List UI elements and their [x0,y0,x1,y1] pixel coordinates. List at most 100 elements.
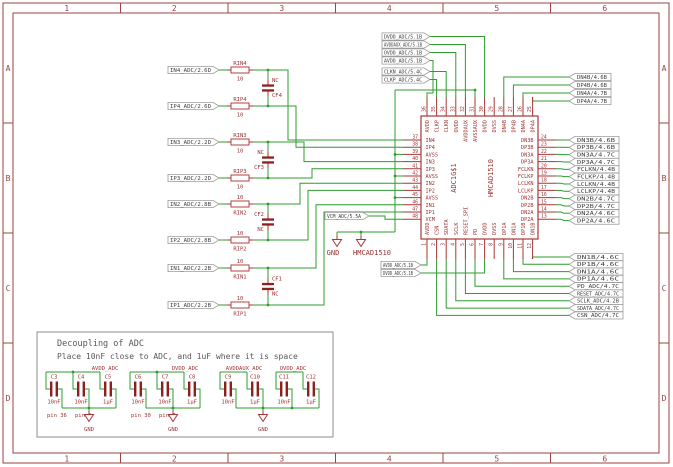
flag-shape[interactable] [568,216,620,225]
net-wire[interactable] [142,388,147,408]
xref-flag-dvdd-adc-5-1b[interactable]: DVDD_ADC/5.1B [380,268,422,278]
net-wire[interactable] [275,372,280,390]
xref-flag-lclkn-4-4b[interactable]: LCLKN/4.4B [568,179,620,188]
flag-shape[interactable] [381,32,431,41]
net-wire[interactable] [253,168,403,179]
gnd-symbol[interactable] [257,411,269,423]
gnd-symbol[interactable] [83,411,95,423]
flag-shape[interactable] [568,304,624,313]
xref-flag-vcm-adc-5-5a[interactable]: VCM_ADC/5.5A [324,211,370,221]
net-wire[interactable] [445,259,569,309]
net-wire[interactable] [556,175,569,178]
flag-shape[interactable] [568,282,624,291]
xref-flag-in4-adc-2-6d[interactable]: IN4_ADC/2.6D [167,66,220,74]
xref-flag-dn4a-4-7b[interactable]: DN4A/4.7B [568,89,612,97]
flag-shape[interactable] [568,81,612,89]
resistor-body[interactable] [230,66,250,74]
net-wire[interactable] [183,372,188,390]
flag-shape[interactable] [568,296,624,305]
net-wire[interactable] [58,388,63,408]
net-wire[interactable] [556,218,569,222]
flag-shape[interactable] [167,173,220,183]
xref-flag-dvdd-adc-5-1b[interactable]: DVDD_ADC/5.1B [381,32,431,41]
flag-shape[interactable] [381,40,431,49]
xref-flag-clkp-adc-5-4c[interactable]: CLKP_ADC/5.4C [381,75,431,84]
net-wire[interactable] [556,182,569,185]
resistor-body[interactable] [230,236,250,244]
net-wire[interactable] [556,197,569,200]
flag-shape[interactable] [568,97,612,105]
xref-flag-dn2a-4-6c[interactable]: DN2A/4.6C [568,209,620,218]
xref-flag-ip2-adc-2-8b[interactable]: IP2_ADC/2.8B [167,235,220,245]
net-wire[interactable] [430,52,457,98]
xref-flag-dp2a-4-6c[interactable]: DP2A/4.6C [568,216,620,225]
xref-flag-dp3a-4-7c[interactable]: DP3A/4.7C [568,157,620,166]
net-wire[interactable] [259,388,264,408]
flag-shape[interactable] [381,67,431,76]
xref-flag-dn4b-4-6b[interactable]: DN4B/4.6B [568,73,612,81]
net-wire[interactable] [72,372,77,390]
net-wire[interactable] [430,71,447,98]
flag-shape[interactable] [568,187,620,196]
net-wire[interactable] [474,259,569,287]
net-wire[interactable] [556,204,569,207]
net-wire[interactable] [503,76,569,97]
net-wire[interactable] [512,84,569,97]
flag-shape[interactable] [324,211,370,221]
net-wire[interactable] [556,168,569,170]
xref-flag-avddaux-adc-5-1b[interactable]: AVDDAUX_ADC/5.1B [381,40,431,49]
resistor-body[interactable] [230,200,250,208]
net-wire[interactable] [464,259,569,294]
resistor-body[interactable] [230,102,250,110]
net-wire[interactable] [129,372,134,390]
flag-shape[interactable] [167,102,220,110]
xref-flag-dn3b-4-6b[interactable]: DN3B/4.6B [568,135,620,145]
net-wire[interactable] [522,92,569,97]
net-wire[interactable] [253,189,403,241]
ic-body[interactable] [420,115,539,240]
net-wire[interactable] [430,79,438,98]
flag-shape[interactable] [381,75,431,84]
flag-shape[interactable] [568,267,624,276]
xref-flag-dp4b-4-6b[interactable]: DP4B/4.6B [568,81,612,89]
net-wire[interactable] [112,388,117,408]
xref-flag-ip4-adc-2-6d[interactable]: IP4_ADC/2.6D [167,102,220,110]
xref-flag-sclk-adc-4-2b[interactable]: SCLK_ADC/4.2B [568,296,624,305]
net-wire[interactable] [253,105,403,148]
flag-shape[interactable] [568,311,624,320]
flag-shape[interactable] [568,201,620,210]
flag-shape[interactable] [568,143,620,152]
xref-flag-ip3-adc-2-2d[interactable]: IP3_ADC/2.2D [167,173,220,183]
flag-shape[interactable] [167,235,220,245]
xref-flag-in2-adc-2-8b[interactable]: IN2_ADC/2.8B [167,199,220,209]
flag-shape[interactable] [568,73,612,81]
net-wire[interactable] [99,372,104,390]
xref-flag-csn-adc-4-7c[interactable]: CSN_ADC/4.7C [568,311,624,320]
net-wire[interactable] [232,388,237,408]
net-wire[interactable] [421,259,486,274]
net-wire[interactable] [156,372,161,390]
net-wire[interactable] [219,372,224,390]
xref-flag-dn3a-4-7c[interactable]: DN3A/4.7C [568,150,620,159]
flag-shape[interactable] [381,48,431,57]
net-wire[interactable] [169,388,174,408]
net-wire[interactable] [253,204,403,269]
flag-shape[interactable] [568,194,620,203]
flag-shape[interactable] [167,263,220,273]
flag-shape[interactable] [568,179,620,188]
net-wire[interactable] [532,256,569,259]
